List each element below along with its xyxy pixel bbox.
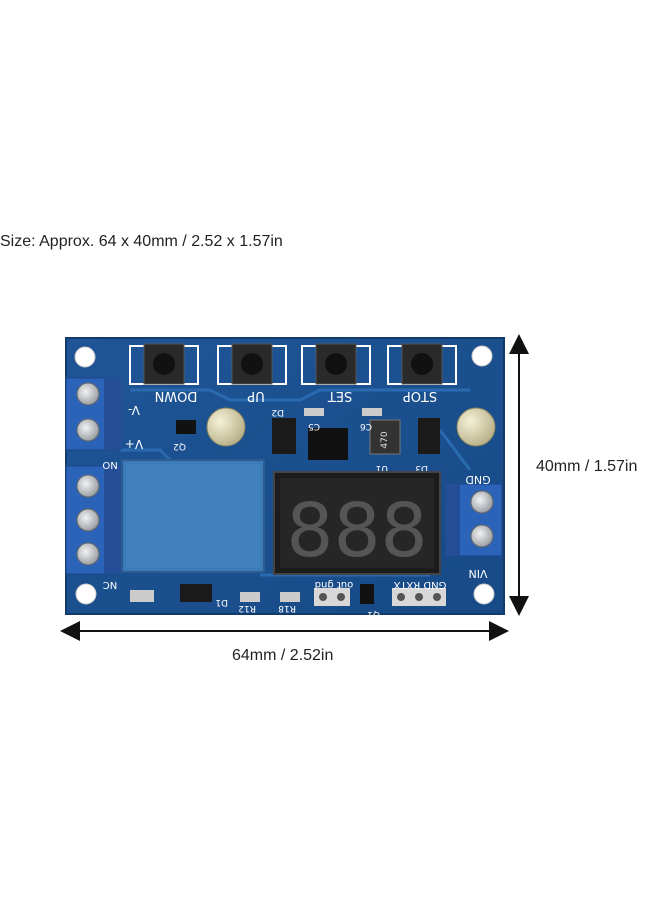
height-dimension-label: 40mm / 1.57in: [536, 458, 638, 475]
seven-segment-display: 888: [273, 471, 441, 575]
svg-text:VIN: VIN: [469, 567, 488, 580]
button-labels: DOWN UP SET STOP: [155, 388, 438, 403]
label-stop: STOP: [403, 388, 437, 403]
svg-text:470: 470: [380, 431, 390, 448]
svg-text:NO: NO: [102, 459, 117, 470]
label-down: DOWN: [155, 388, 198, 403]
svg-text:V-: V-: [128, 403, 140, 417]
svg-text:GND RXTX: GND RXTX: [394, 579, 447, 590]
svg-text:R12: R12: [238, 603, 256, 613]
svg-text:Q2: Q2: [173, 441, 186, 451]
svg-text:D2: D2: [271, 407, 284, 417]
svg-text:Q1: Q1: [367, 609, 380, 619]
svg-text:D3: D3: [415, 463, 428, 473]
left-terminal-block: [65, 377, 122, 451]
size-caption: Size: Approx. 64 x 40mm / 2.52 x 1.57in: [0, 233, 283, 250]
bottom-labels: out gnd GND RXTX: [315, 579, 447, 590]
svg-text:C6: C6: [360, 421, 372, 431]
svg-text:D1: D1: [215, 597, 228, 607]
svg-text:out gnd: out gnd: [315, 579, 354, 590]
right-terminal-labels: GND VIN: [465, 473, 490, 580]
component-labels: Q2 Q1 D2 D1 D3 R12 R18 C5 C6 U1: [173, 407, 428, 619]
relay-terminal-block: [65, 465, 122, 575]
relay: [121, 459, 265, 573]
relay-labels: NO NC: [102, 459, 117, 590]
svg-text:GND: GND: [465, 473, 490, 486]
label-up: UP: [247, 388, 265, 403]
svg-text:V+: V+: [125, 437, 143, 451]
right-terminal-block: [446, 483, 503, 557]
left-terminal-labels: V- V+: [125, 403, 143, 451]
small-components: 470: [130, 408, 440, 604]
label-set: SET: [328, 388, 352, 403]
tact-buttons: [129, 343, 457, 385]
svg-text:NC: NC: [103, 579, 117, 590]
width-dimension-label: 64mm / 2.52in: [232, 647, 334, 664]
svg-text:R18: R18: [278, 603, 296, 613]
svg-text:C5: C5: [308, 421, 320, 431]
display-digits: 888: [286, 488, 427, 574]
header-pins: [314, 588, 446, 606]
capacitors: [206, 407, 496, 447]
svg-text:U1: U1: [376, 463, 388, 473]
